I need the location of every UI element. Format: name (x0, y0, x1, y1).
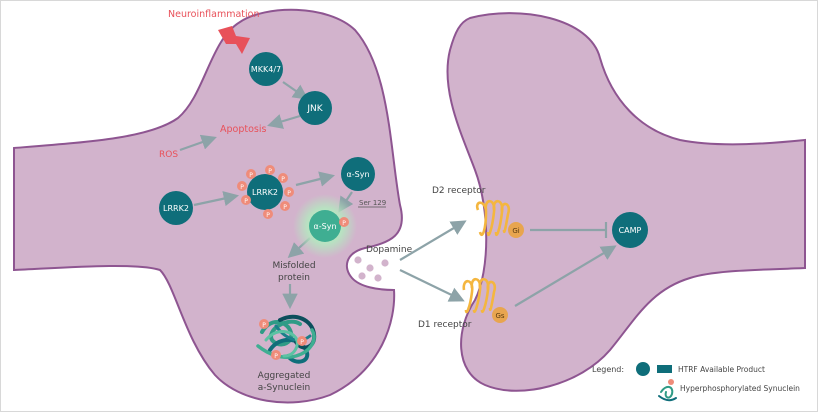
legend-hyper-label: Hyperphosphorylated Synuclein (680, 384, 800, 393)
phospho-badge: P (263, 209, 273, 219)
arrow-mkk-to-jnk (282, 81, 309, 100)
lrrk2-phospho-label: LRRK2 (252, 188, 278, 197)
svg-text:P: P (262, 322, 266, 329)
asyn-phospho-label: α-Syn (313, 222, 336, 231)
dopamine-label: Dopamine (366, 245, 413, 255)
phospho-badge: P (339, 217, 349, 227)
lrrk2-node (159, 191, 193, 225)
phospho-badges: P P P P P P P P P (237, 165, 349, 227)
arrow-lrrk2p-to-asyn (295, 171, 335, 187)
arrow-ros-to-apoptosis (179, 134, 217, 152)
ros-label: ROS (159, 150, 178, 160)
phospho-badge: P (297, 336, 307, 346)
postsynaptic-cell (446, 12, 806, 392)
aggregated-synuclein-tangle (256, 314, 317, 364)
svg-text:P: P (281, 176, 285, 183)
asyn-node (341, 157, 375, 191)
svg-text:P: P (342, 220, 346, 227)
misfolded-label-1: Misfolded (272, 261, 315, 271)
gi-protein (508, 222, 524, 238)
phospho-badge: P (265, 165, 275, 175)
phospho-badges-aggregate: P P P (259, 319, 307, 360)
ser129-label: Ser 129 (359, 199, 386, 207)
mkk47-node (249, 52, 283, 86)
dopamine-vesicles (354, 256, 389, 282)
mkk47-label: MKK4/7 (251, 65, 281, 74)
phospho-badge: P (278, 173, 288, 183)
lrrk2-phospho-node (247, 174, 283, 210)
asyn-label: α-Syn (346, 170, 369, 179)
phospho-badge: P (246, 169, 256, 179)
svg-text:P: P (274, 353, 278, 360)
svg-text:P: P (283, 204, 287, 211)
d2-receptor-label: D2 receptor (432, 186, 486, 196)
legend-htrf-label: HTRF Available Product (678, 365, 765, 374)
gs-protein (492, 307, 508, 323)
aggregated-label-2: a-Synuclein (258, 383, 310, 393)
phospho-badge: P (284, 187, 294, 197)
d1-receptor-icon (462, 277, 497, 314)
lightning-bolt-icon (218, 26, 250, 54)
legend: Legend: HTRF Available Product Hyperphos… (592, 362, 800, 402)
gi-label: Gi (512, 227, 519, 235)
misfolded-label-2: protein (278, 273, 310, 283)
aggregated-label-1: Aggregated (258, 371, 311, 381)
d2-receptor-icon (475, 199, 511, 237)
arrow-dopamine-to-d1 (399, 269, 465, 302)
legend-bar-icon (657, 365, 672, 373)
svg-text:P: P (266, 212, 270, 219)
svg-text:P: P (300, 339, 304, 346)
legend-synuclein-icon (658, 379, 677, 402)
svg-text:P: P (249, 172, 253, 179)
svg-text:P: P (240, 184, 244, 191)
legend-node-icon (636, 362, 650, 376)
phospho-badge: P (237, 181, 247, 191)
d1-receptor-label: D1 receptor (418, 320, 472, 330)
camp-node (612, 212, 648, 248)
lrrk2-label: LRRK2 (163, 204, 189, 213)
jnk-label: JNK (306, 104, 323, 114)
arrow-jnk-to-apoptosis (267, 114, 301, 129)
camp-label: CAMP (619, 226, 642, 235)
svg-text:P: P (268, 168, 272, 175)
arrow-gs-to-camp (514, 245, 617, 307)
jnk-node (298, 91, 332, 125)
apoptosis-label: Apoptosis (220, 124, 266, 135)
phospho-badge: P (280, 201, 290, 211)
neuroinflammation-label: Neuroinflammation (168, 9, 259, 20)
asyn-phospho-node (309, 210, 341, 242)
arrow-dopamine-to-d2 (399, 220, 467, 261)
phospho-badge: P (241, 195, 251, 205)
phospho-badge: P (271, 350, 281, 360)
svg-text:P: P (287, 190, 291, 197)
arrow-lrrk2-to-lrrk2p (193, 191, 240, 207)
phospho-badge: P (259, 319, 269, 329)
gs-label: Gs (495, 312, 504, 320)
svg-text:P: P (244, 198, 248, 205)
legend-title: Legend: (592, 365, 624, 374)
